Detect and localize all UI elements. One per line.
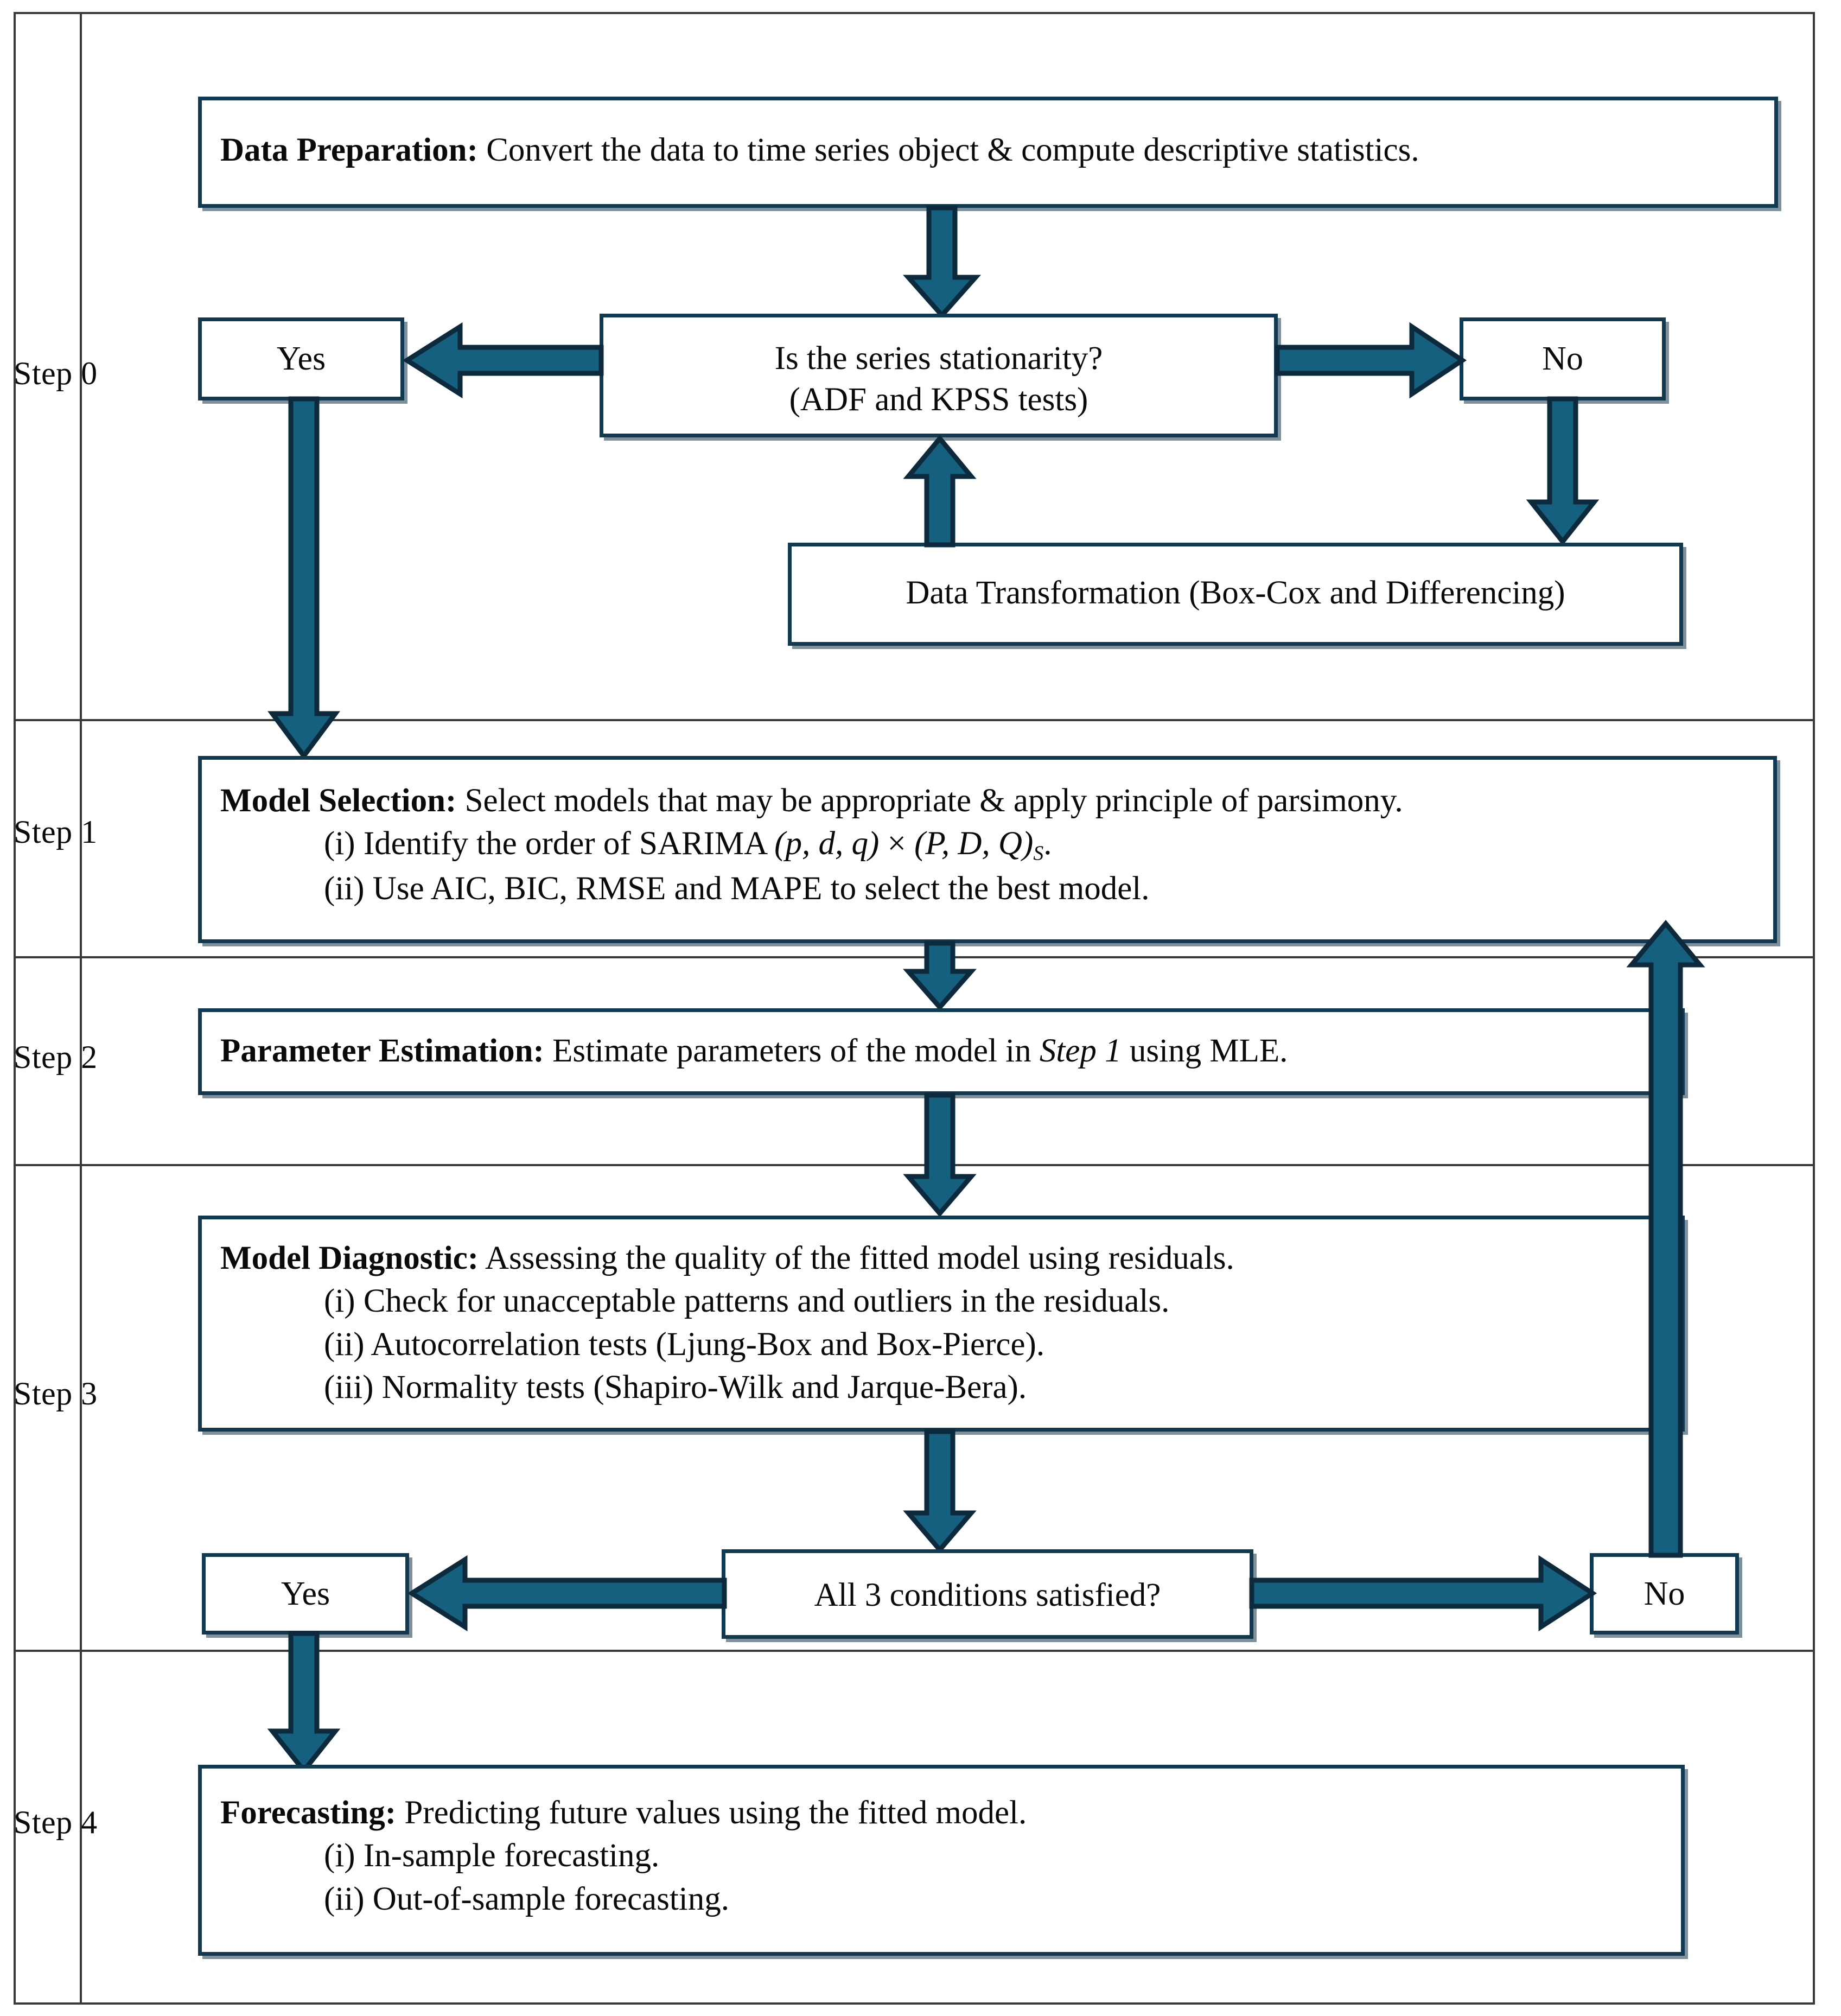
arrow-no-to-transformation	[1526, 396, 1600, 546]
data-transformation-label: Data Transformation (Box-Cox and Differe…	[906, 575, 1565, 611]
sarima-order-seasonal: (P, D, Q)	[914, 825, 1034, 862]
arrow-conditions-to-no	[1249, 1555, 1597, 1632]
step-label-0: Step 0	[14, 355, 98, 391]
data-transformation-box: Data Transformation (Box-Cox and Differe…	[788, 543, 1683, 646]
model-diagnostic-body: Assessing the quality of the fitted mode…	[479, 1240, 1234, 1276]
parameter-estimation-step-ref: Step 1	[1039, 1033, 1122, 1069]
arrow-prep-to-stationarity	[903, 205, 981, 319]
arrow-stationarity-to-yes	[402, 322, 604, 399]
step-label-2: Step 2	[14, 1039, 98, 1075]
flowchart-grid	[14, 12, 1815, 2005]
model-selection-item-1-marker: (i)	[324, 825, 355, 862]
sarima-seasonal-subscript: S	[1033, 842, 1044, 865]
arrow-conditions-to-yes	[407, 1555, 727, 1632]
grid-row-divider-step0-step1	[14, 719, 1815, 721]
conditions-decision-box: All 3 conditions satisfied?	[722, 1549, 1253, 1639]
forecasting-item-1: (i) In-sample forecasting.	[324, 1837, 660, 1874]
model-selection-box: Model Selection: Select models that may …	[198, 756, 1777, 943]
forecasting-item-2: (ii) Out-of-sample forecasting.	[324, 1880, 729, 1917]
step-label-3: Step 3	[14, 1376, 98, 1411]
step-label-1: Step 1	[14, 814, 98, 850]
forecasting-title: Forecasting:	[220, 1795, 397, 1831]
model-diagnostic-item-3: (iii) Normality tests (Shapiro-Wilk and …	[324, 1369, 1027, 1406]
model-diagnostic-title: Model Diagnostic:	[220, 1240, 479, 1276]
grid-row-divider-step2-step3	[14, 1164, 1815, 1166]
model-selection-item-1-tail: .	[1043, 825, 1052, 862]
grid-column-divider	[80, 12, 82, 2005]
conditions-question: All 3 conditions satisfied?	[814, 1577, 1161, 1613]
forecasting-body: Predicting future values using the fitte…	[396, 1795, 1027, 1831]
stationarity-yes-box: Yes	[198, 317, 404, 400]
arrow-yes-to-forecasting	[267, 1631, 341, 1775]
arrow-yes-to-model-selection	[267, 396, 340, 760]
stationarity-decision-box: Is the series stationarity? (ADF and KPS…	[600, 314, 1278, 437]
arrow-stationarity-to-no	[1275, 322, 1467, 399]
parameter-estimation-box: Parameter Estimation: Estimate parameter…	[198, 1008, 1685, 1095]
arrow-model-selection-to-parameter-estimation	[903, 940, 977, 1011]
stationarity-question-line1: Is the series stationarity?	[774, 340, 1103, 377]
conditions-yes-box: Yes	[202, 1553, 409, 1635]
conditions-no-box: No	[1590, 1553, 1739, 1635]
data-preparation-box: Data Preparation: Convert the data to ti…	[198, 97, 1778, 208]
model-selection-item-2-text: Use AIC, BIC, RMSE and MAPE to select th…	[364, 870, 1150, 907]
arrow-transformation-to-stationarity	[903, 434, 977, 548]
grid-row-divider-step1-step2	[14, 956, 1815, 958]
stationarity-question-line2: (ADF and KPSS tests)	[789, 381, 1088, 418]
data-preparation-title: Data Preparation:	[220, 132, 478, 168]
parameter-estimation-body-a: Estimate parameters of the model in	[544, 1033, 1040, 1069]
model-diagnostic-item-2: (ii) Autocorrelation tests (Ljung-Box an…	[324, 1326, 1045, 1363]
data-preparation-body: Convert the data to time series object &…	[477, 132, 1419, 168]
arrow-no-back-to-model-selection	[1626, 919, 1705, 1558]
model-selection-title: Model Selection:	[220, 783, 457, 819]
grid-row-divider-step3-step4	[14, 1650, 1815, 1652]
arrow-model-diagnostic-to-conditions	[903, 1429, 977, 1554]
model-diagnostic-item-1: (i) Check for unacceptable patterns and …	[324, 1283, 1170, 1320]
model-diagnostic-box: Model Diagnostic: Assessing the quality …	[198, 1216, 1685, 1432]
parameter-estimation-body-b: using MLE.	[1121, 1033, 1288, 1069]
sarima-order-nonseasonal: (p, d, q)	[774, 825, 880, 862]
model-selection-item-1: (i) Identify the order of SARIMA (p, d, …	[202, 822, 1773, 867]
parameter-estimation-title: Parameter Estimation:	[220, 1033, 544, 1069]
model-selection-item-1-text: Identify the order of SARIMA	[355, 825, 775, 862]
model-selection-item-2: (ii) Use AIC, BIC, RMSE and MAPE to sele…	[202, 867, 1773, 910]
model-selection-body: Select models that may be appropriate & …	[456, 783, 1403, 819]
forecasting-box: Forecasting: Predicting future values us…	[198, 1765, 1685, 1956]
arrow-parameter-estimation-to-model-diagnostic	[903, 1092, 977, 1217]
times-symbol: ×	[879, 825, 915, 862]
model-selection-item-2-marker: (ii)	[324, 870, 365, 907]
stationarity-no-box: No	[1460, 317, 1666, 400]
step-label-4: Step 4	[14, 1804, 98, 1840]
